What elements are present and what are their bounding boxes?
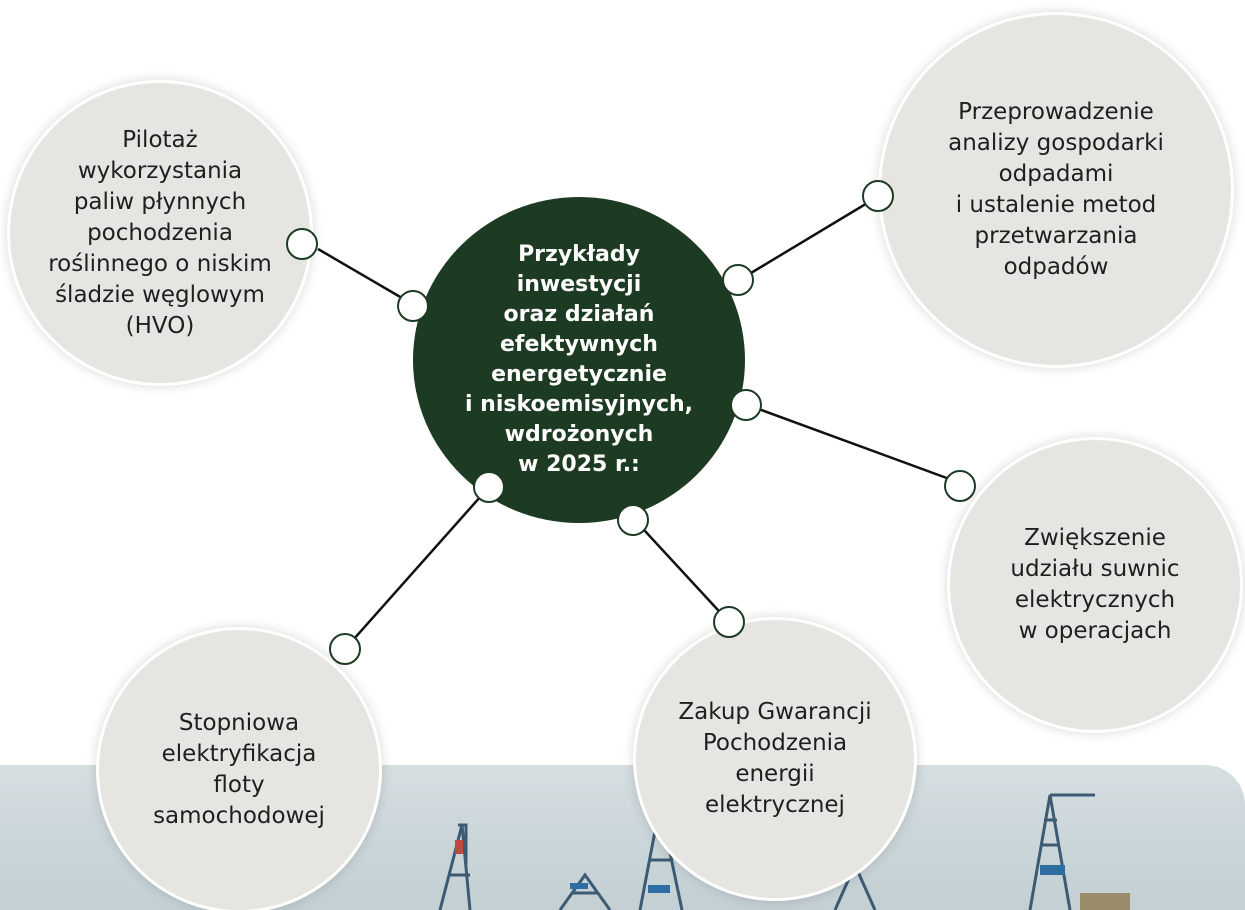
connector-waste: [740, 194, 880, 281]
node-guarantees-inner: [617, 504, 649, 536]
bubble-fleet-electrification-text: Stopniowa elektryfikacja floty samochodo…: [153, 710, 325, 829]
node-guarantees-outer: [713, 606, 745, 638]
node-cranes-outer: [944, 470, 976, 502]
node-fleet-outer: [329, 633, 361, 665]
node-hvo-outer: [286, 228, 318, 260]
bubble-origin-guarantees-text: Zakup Gwarancji Pochodzenia energii elek…: [678, 699, 872, 818]
connector-guarantees: [632, 517, 730, 623]
bubble-electric-cranes-text: Zwiększenie udziału suwnic elektrycznych…: [1010, 525, 1180, 644]
bubble-hvo: Pilotaż wykorzystania paliw płynnych poc…: [10, 83, 310, 383]
central-hub: Przykłady inwestycji oraz działań efekty…: [413, 197, 745, 523]
node-cranes-inner: [730, 389, 762, 421]
node-fleet-inner: [473, 471, 505, 503]
node-waste-inner: [722, 264, 754, 296]
connector-cranes: [744, 402, 964, 486]
node-hvo-inner: [397, 290, 429, 322]
bubble-electric-cranes: Zwiększenie udziału suwnic elektrycznych…: [950, 440, 1240, 730]
connector-hvo: [317, 247, 415, 307]
central-hub-text: Przykłady inwestycji oraz działań efekty…: [464, 242, 694, 477]
bubble-origin-guarantees: Zakup Gwarancji Pochodzenia energii elek…: [636, 620, 914, 898]
bubble-hvo-text: Pilotaż wykorzystania paliw płynnych poc…: [48, 126, 272, 339]
connector-fleet: [344, 486, 490, 650]
bubble-fleet-electrification: Stopniowa elektryfikacja floty samochodo…: [99, 630, 379, 910]
bubble-waste-analysis: Przeprowadzenie analizy gospodarki odpad…: [881, 15, 1231, 365]
node-waste-outer: [862, 180, 894, 212]
bubble-waste-analysis-text: Przeprowadzenie analizy gospodarki odpad…: [948, 99, 1164, 280]
